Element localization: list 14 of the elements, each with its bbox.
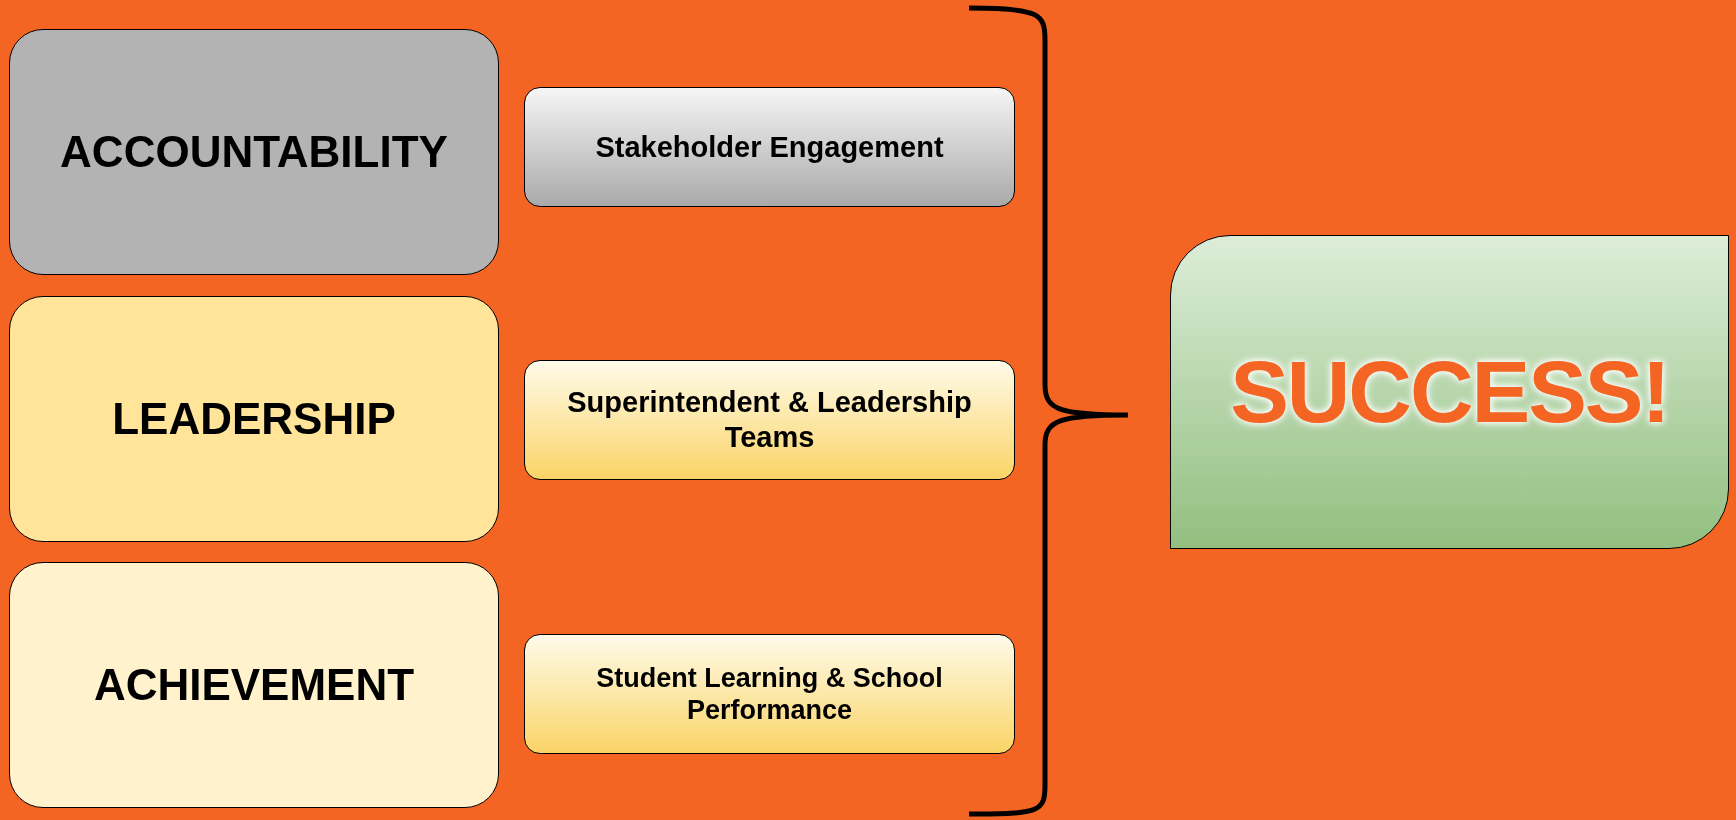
- category-box: [9, 29, 499, 275]
- item-label: Superintendent & Leadership Teams: [566, 385, 973, 455]
- category-box: [9, 562, 499, 808]
- category-box: [9, 296, 499, 542]
- category-label: LEADERSHIP: [111, 392, 397, 445]
- category-label: ACHIEVEMENT: [92, 658, 416, 711]
- result-box: [1170, 235, 1729, 549]
- item-label: Student Learning & School Performance: [595, 661, 944, 727]
- item-box: [524, 360, 1015, 480]
- category-label: ACCOUNTABILITY: [59, 125, 449, 178]
- result-label: SUCCESS!: [1229, 341, 1670, 444]
- item-box: [524, 87, 1015, 207]
- item-label: Stakeholder Engagement: [594, 129, 945, 165]
- item-box: [524, 634, 1015, 754]
